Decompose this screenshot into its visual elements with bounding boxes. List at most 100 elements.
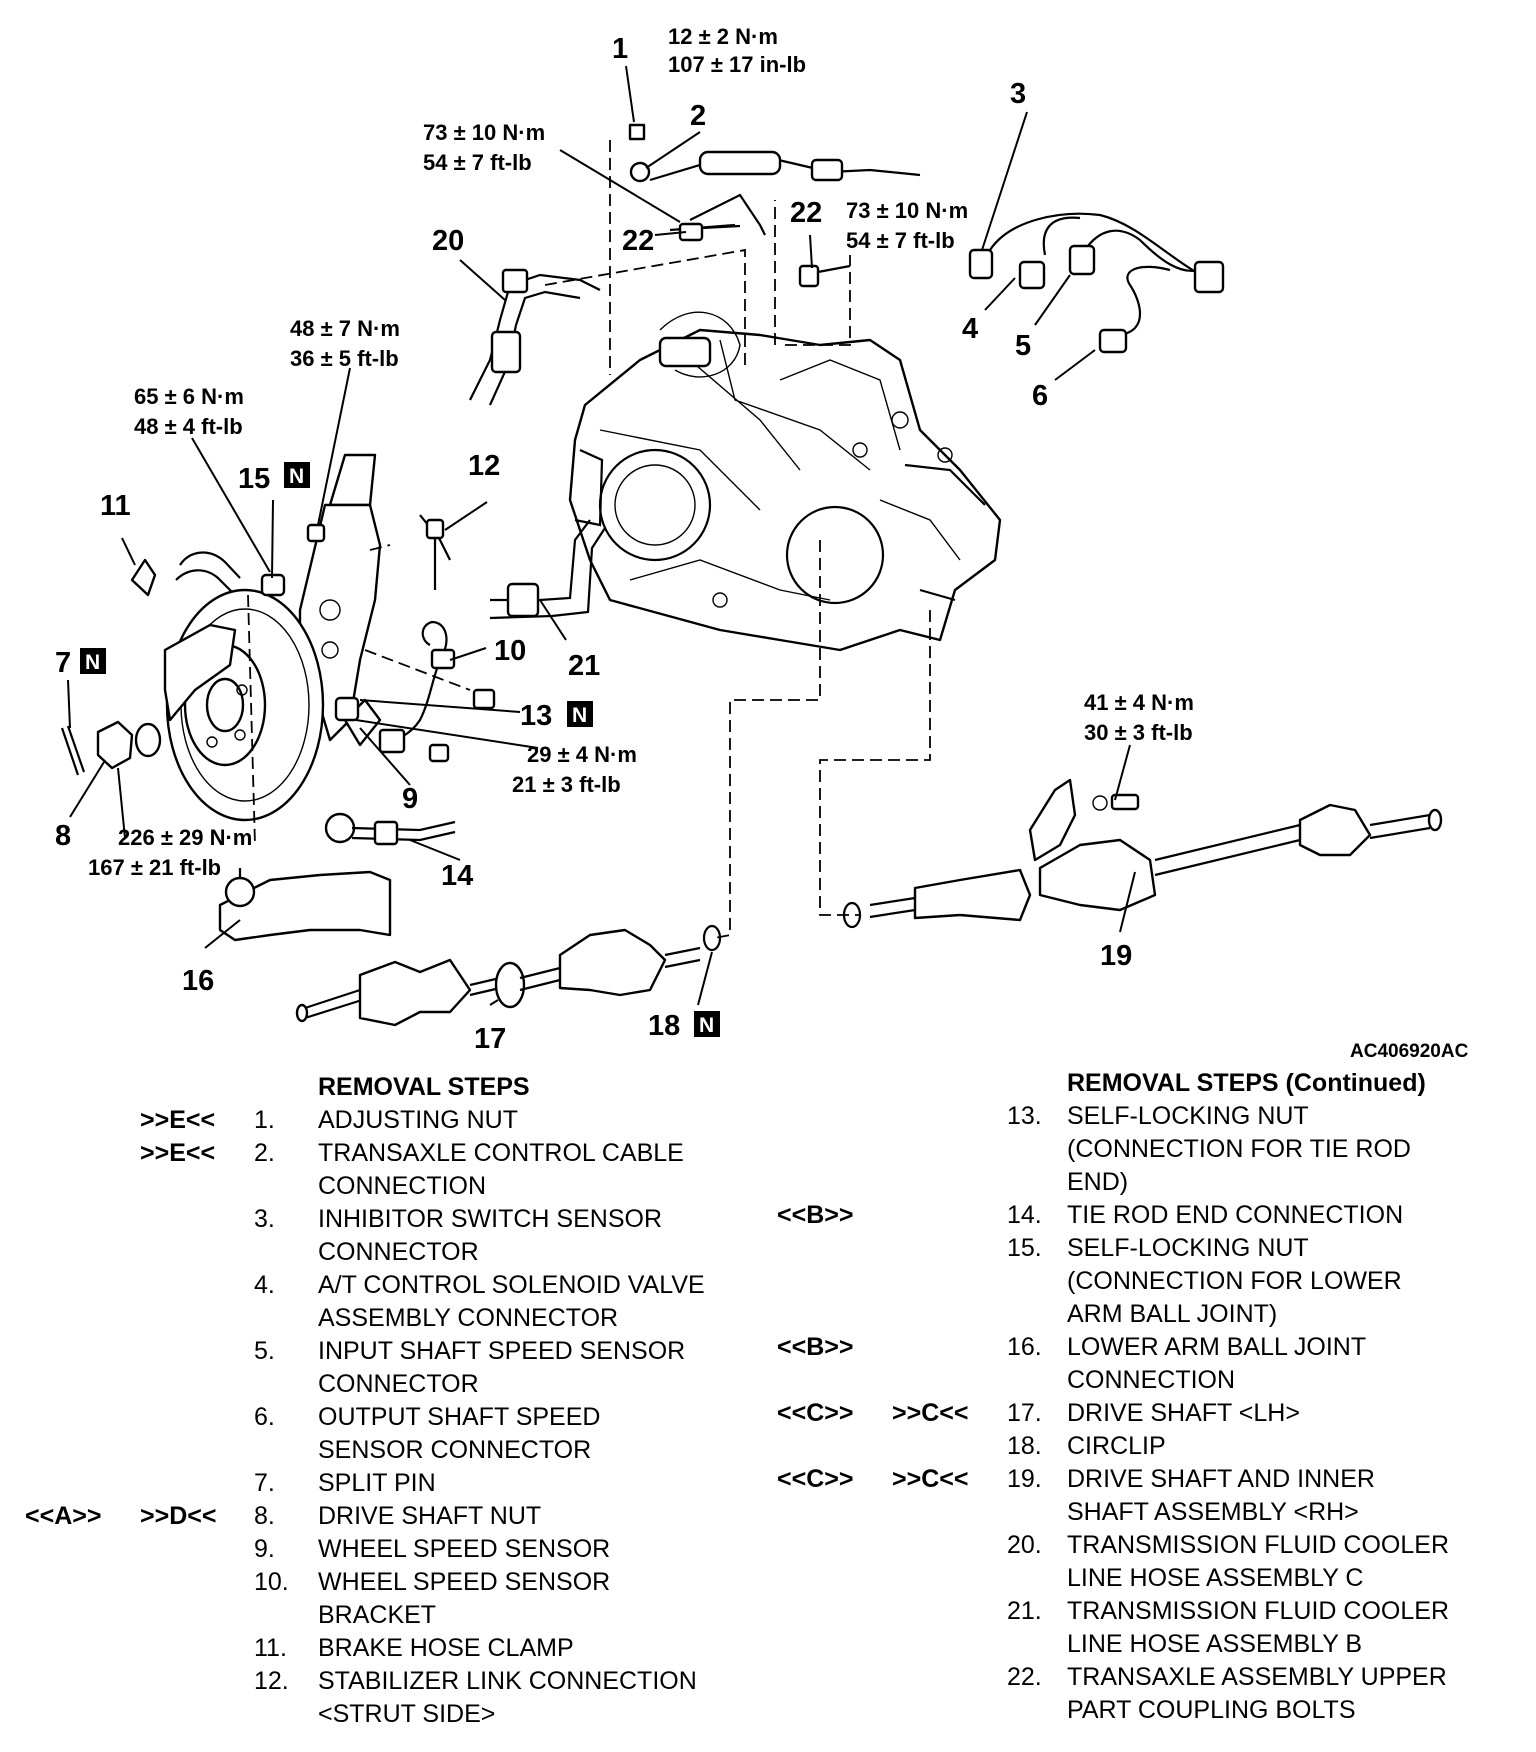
procedure-code-installation: >>C<< <box>892 1465 969 1493</box>
brake-hose-and-clamp <box>130 551 286 597</box>
procedure-code-removal: <<B>> <box>777 1201 854 1229</box>
removal-steps-right: REMOVAL STEPS (Continued) 13.SELF-LOCKIN… <box>760 1067 1536 1727</box>
callout-6: 6 <box>1032 380 1048 412</box>
step-number: 21. <box>1007 1597 1042 1625</box>
step-text-line: WHEEL SPEED SENSOR <box>318 1568 611 1596</box>
step-number: 11. <box>254 1634 287 1662</box>
torque-19-metric: 41 ± 4 N·m <box>1084 690 1194 715</box>
adjusting-nut <box>628 123 646 141</box>
tie-rod-end <box>324 812 456 846</box>
input-shaft-sensor-connector <box>1068 244 1096 276</box>
callout-21: 21 <box>568 650 600 682</box>
step-number: 10. <box>254 1568 289 1596</box>
callout-13: 13 <box>520 700 552 732</box>
cooler-line-hose-c <box>469 268 601 406</box>
step-text-line: SPLIT PIN <box>318 1469 436 1497</box>
torque-22b-metric: 73 ± 10 N·m <box>846 198 968 223</box>
torque-12-metric: 48 ± 7 N·m <box>290 316 400 341</box>
procedure-code-installation: >>E<< <box>140 1106 216 1134</box>
callout-7: 7 <box>55 647 71 679</box>
step-text-line: CONNECTION <box>1067 1366 1236 1394</box>
step-number: 15. <box>1007 1234 1042 1262</box>
svg-text:N: N <box>572 704 587 727</box>
coupling-bolts <box>678 222 851 288</box>
step-text-line: <STRUT SIDE> <box>318 1700 496 1728</box>
callout-19: 19 <box>1100 940 1132 972</box>
callout-18: 18 <box>648 1010 680 1042</box>
torque-8-imperial: 167 ± 21 ft-lb <box>88 855 221 880</box>
step-text-line: LINE HOSE ASSEMBLY B <box>1067 1630 1363 1658</box>
callout-11: 11 <box>100 490 131 522</box>
step-number: 19. <box>1007 1465 1042 1493</box>
torque-8-metric: 226 ± 29 N·m <box>118 825 252 850</box>
callout-3: 3 <box>1010 78 1026 110</box>
step-text-line: SELF-LOCKING NUT <box>1067 1234 1309 1262</box>
procedure-code-installation: >>D<< <box>140 1502 217 1530</box>
removal-step-item: <<A>>>>D<<8.DRIVE SHAFT NUT <box>0 1500 760 1533</box>
removal-steps-right-list: 13. SELF-LOCKING NUT (CONNECTION FOR TIE R… <box>760 1100 1536 1727</box>
callout-22-left: 22 <box>622 225 654 257</box>
torque-13-imperial: 21 ± 3 ft-lb <box>512 772 621 797</box>
torque-22a-imperial: 54 ± 7 ft-lb <box>423 150 532 175</box>
step-text-line: INHIBITOR SWITCH SENSOR <box>318 1205 663 1233</box>
procedure-code-removal: <<C>> <box>777 1465 854 1493</box>
transaxle-control-cable <box>628 123 921 236</box>
callout-5: 5 <box>1015 330 1031 362</box>
step-text-line: SENSOR CONNECTOR <box>318 1436 592 1464</box>
step-text-line: TRANSAXLE ASSEMBLY UPPER <box>1067 1663 1447 1691</box>
step-number: 16. <box>1007 1333 1042 1361</box>
circlip <box>702 924 722 952</box>
step-text-line: ARM BALL JOINT) <box>1067 1300 1278 1328</box>
removal-step-item: 18. CIRCLIP <box>760 1430 1536 1463</box>
torque-15-imperial: 48 ± 4 ft-lb <box>134 414 243 439</box>
step-number: 18. <box>1007 1432 1042 1460</box>
callout-14: 14 <box>441 860 473 892</box>
step-text-line: ADJUSTING NUT <box>318 1106 518 1134</box>
removal-step-item: 15. SELF-LOCKING NUT (CONNECTION FOR LOWER… <box>760 1232 1536 1331</box>
removal-step-item: 3. INHIBITOR SWITCH SENSOR CONNECTOR <box>0 1203 760 1269</box>
callout-17: 17 <box>474 1023 506 1055</box>
callout-2: 2 <box>690 100 706 132</box>
removal-step-item: 13.SELF-LOCKING NUT(CONNECTION FOR TIE R… <box>760 1100 1536 1199</box>
step-text-line: LOWER ARM BALL JOINT <box>1067 1333 1367 1361</box>
step-text-line: CONNECTOR <box>318 1238 479 1266</box>
step-text-line: TIE ROD END CONNECTION <box>1067 1201 1404 1229</box>
step-text-line: TRANSMISSION FLUID COOLER <box>1067 1597 1449 1625</box>
torque-22b-imperial: 54 ± 7 ft-lb <box>846 228 955 253</box>
step-text-line: (CONNECTION FOR TIE ROD <box>1067 1135 1411 1163</box>
new-part-mark-15: N <box>284 462 310 488</box>
step-number: 8. <box>254 1502 275 1530</box>
step-text-line: CONNECTION <box>318 1172 487 1200</box>
wire-harness <box>968 212 1225 354</box>
procedure-code-removal: <<C>> <box>777 1399 854 1427</box>
step-text-line: TRANSMISSION FLUID COOLER <box>1067 1531 1449 1559</box>
drive-shaft-lh <box>295 928 701 1027</box>
removal-step-item: 11.BRAKE HOSE CLAMP <box>0 1632 760 1665</box>
solenoid-valve-connector <box>1018 260 1046 290</box>
step-number: 13. <box>1007 1102 1042 1130</box>
removal-step-item: <<C>>>>C<<17.DRIVE SHAFT <LH> <box>760 1397 1536 1430</box>
new-part-marks: N N N N <box>80 462 720 1037</box>
brake-rotor-and-hub <box>163 588 382 822</box>
step-number: 3. <box>254 1205 275 1233</box>
step-number: 1. <box>254 1106 275 1134</box>
step-text-line: PART COUPLING BOLTS <box>1067 1696 1356 1724</box>
step-text-line: DRIVE SHAFT AND INNER <box>1067 1465 1375 1493</box>
torque-12-imperial: 36 ± 5 ft-lb <box>290 346 399 371</box>
step-text-line: ASSEMBLY CONNECTOR <box>318 1304 619 1332</box>
torque-specs: 12 ± 2 N·m 107 ± 17 in-lb 73 ± 10 N·m 54… <box>88 24 1194 880</box>
removal-step-item: 21. TRANSMISSION FLUID COOLER LINE HOSE AS… <box>760 1595 1536 1661</box>
step-number: 12. <box>254 1667 289 1695</box>
procedure-code-removal: <<A>> <box>25 1502 102 1530</box>
step-text-line: CIRCLIP <box>1067 1432 1166 1460</box>
step-text-line: (CONNECTION FOR LOWER <box>1067 1267 1402 1295</box>
step-number: 20. <box>1007 1531 1042 1559</box>
